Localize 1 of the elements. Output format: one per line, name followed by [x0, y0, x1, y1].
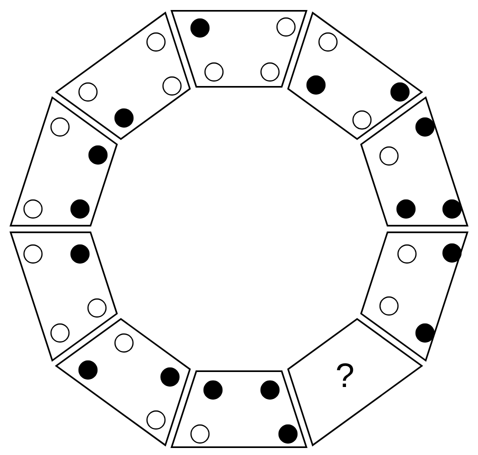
question-mark: ?	[335, 356, 354, 395]
